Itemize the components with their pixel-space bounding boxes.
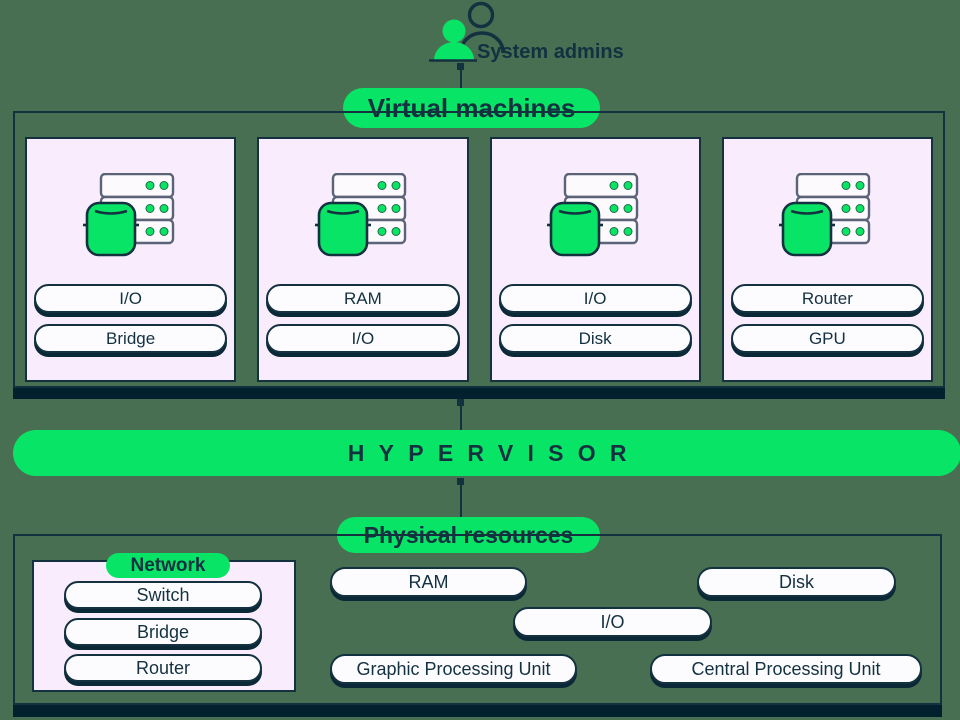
vm-capability-pill: RAM — [266, 284, 460, 313]
vm-pill-list: I/O Disk — [498, 273, 692, 353]
physical-resources-container — [13, 534, 942, 705]
vm-bottom-bar — [13, 388, 945, 399]
connector-line — [460, 478, 462, 517]
connector-line — [460, 399, 462, 430]
vm-capability-pill: I/O — [498, 284, 692, 313]
vm-capability-pill: Disk — [498, 324, 692, 353]
connector-line — [460, 64, 462, 88]
network-pill-switch: Switch — [64, 581, 262, 609]
vm-card-3: I/O Disk — [489, 137, 701, 382]
users-icon — [424, 1, 512, 65]
vm-capability-pill: I/O — [34, 284, 228, 313]
network-pill-router: Router — [64, 654, 262, 682]
virtual-machines-container: I/O Bridge RAM I/O I/O Disk — [13, 111, 945, 388]
physical-pill-disk: Disk — [697, 567, 896, 597]
vm-pill-list: I/O Bridge — [34, 273, 228, 353]
vm-capability-pill: Bridge — [34, 324, 228, 353]
physical-pill-ram: RAM — [330, 567, 527, 597]
physical-pill-gpu: Graphic Processing Unit — [330, 654, 577, 684]
vm-capability-pill: Router — [730, 284, 924, 313]
server-stack-icon — [779, 172, 875, 257]
server-stack-icon — [547, 172, 643, 257]
virtual-machines-label: Virtual machines — [343, 88, 600, 128]
vm-cards: I/O Bridge RAM I/O I/O Disk — [25, 137, 933, 382]
vm-card-2: RAM I/O — [257, 137, 469, 382]
system-admins-label: System admins — [477, 41, 624, 63]
vm-capability-pill: I/O — [266, 324, 460, 353]
vm-capability-pill: GPU — [730, 324, 924, 353]
network-label: Network — [106, 553, 230, 578]
physical-pill-io: I/O — [513, 607, 712, 637]
system-admins-group: System admins — [424, 1, 674, 65]
physical-pill-cpu: Central Processing Unit — [650, 654, 922, 684]
hypervisor-label: HYPERVISOR — [13, 430, 960, 476]
network-pill-bridge: Bridge — [64, 618, 262, 646]
vm-card-1: I/O Bridge — [25, 137, 237, 382]
vm-pill-list: RAM I/O — [266, 273, 460, 353]
bottom-bar — [13, 705, 942, 717]
server-stack-icon — [314, 172, 411, 257]
server-stack-icon — [82, 172, 179, 257]
